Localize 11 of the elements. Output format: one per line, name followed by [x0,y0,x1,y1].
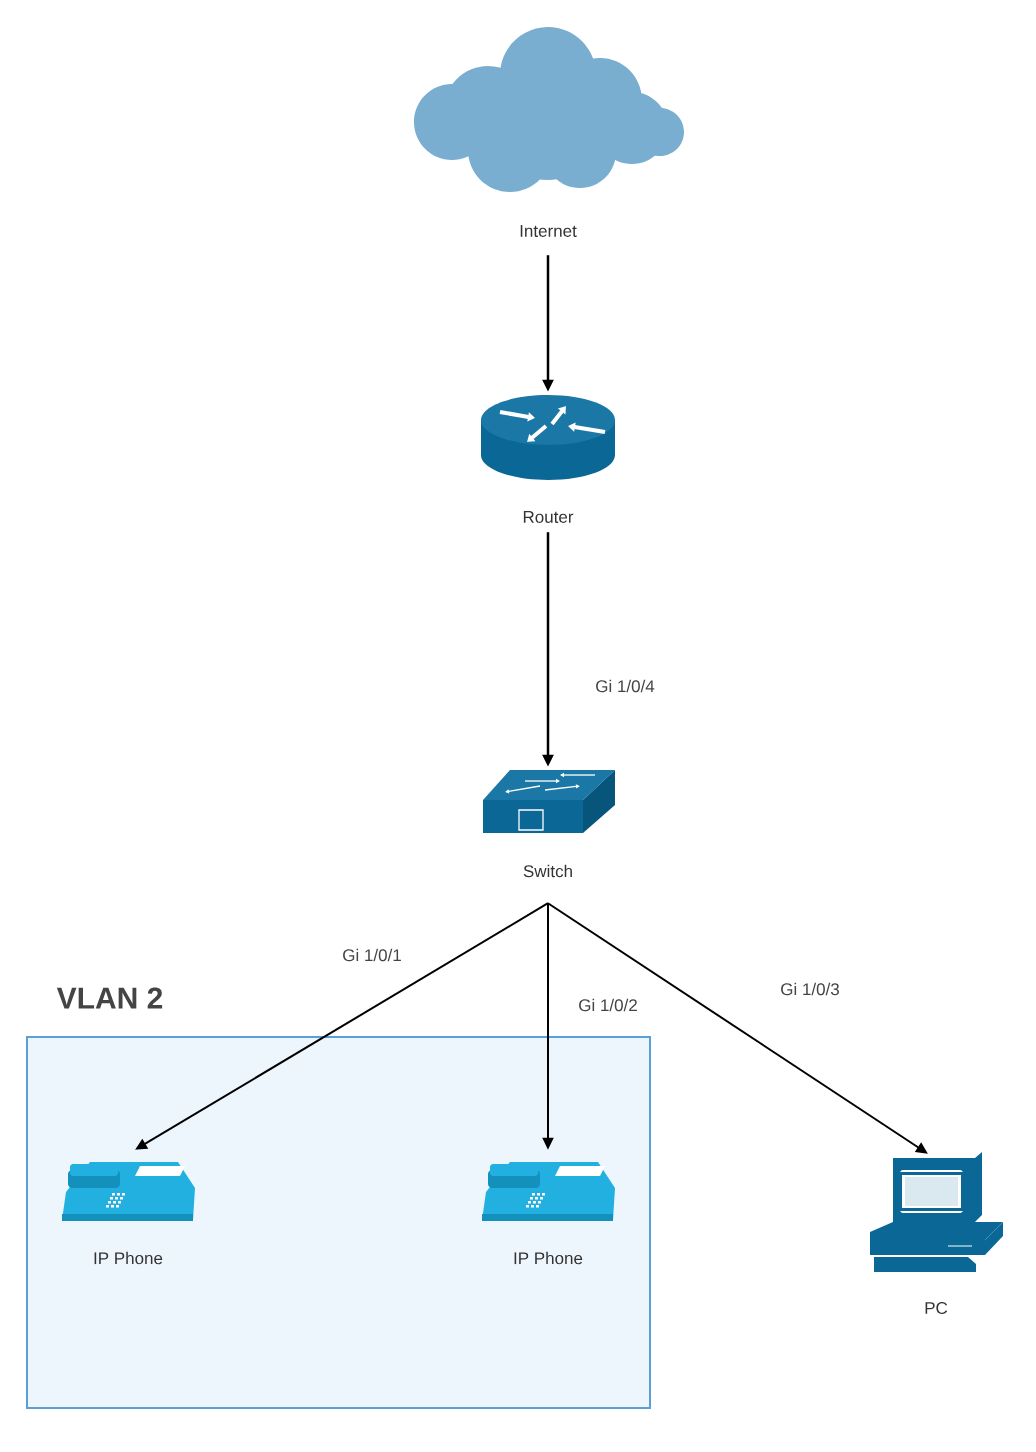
device-label: IP Phone [94,1251,163,1265]
group-heading: VLAN 2 [56,987,163,1009]
device-label: Internet [520,225,577,237]
device-label: IP Phone [514,1251,583,1265]
port-label: Gi 1/0/2 [577,997,639,1013]
device-label: Router [523,511,574,523]
device-label: PC [925,1302,948,1315]
port-label: Gi 1/0/3 [779,981,841,997]
device-label: Switch [523,864,572,878]
port-label: Gi 1/0/4 [594,678,656,694]
port-label: Gi 1/0/1 [341,947,403,963]
